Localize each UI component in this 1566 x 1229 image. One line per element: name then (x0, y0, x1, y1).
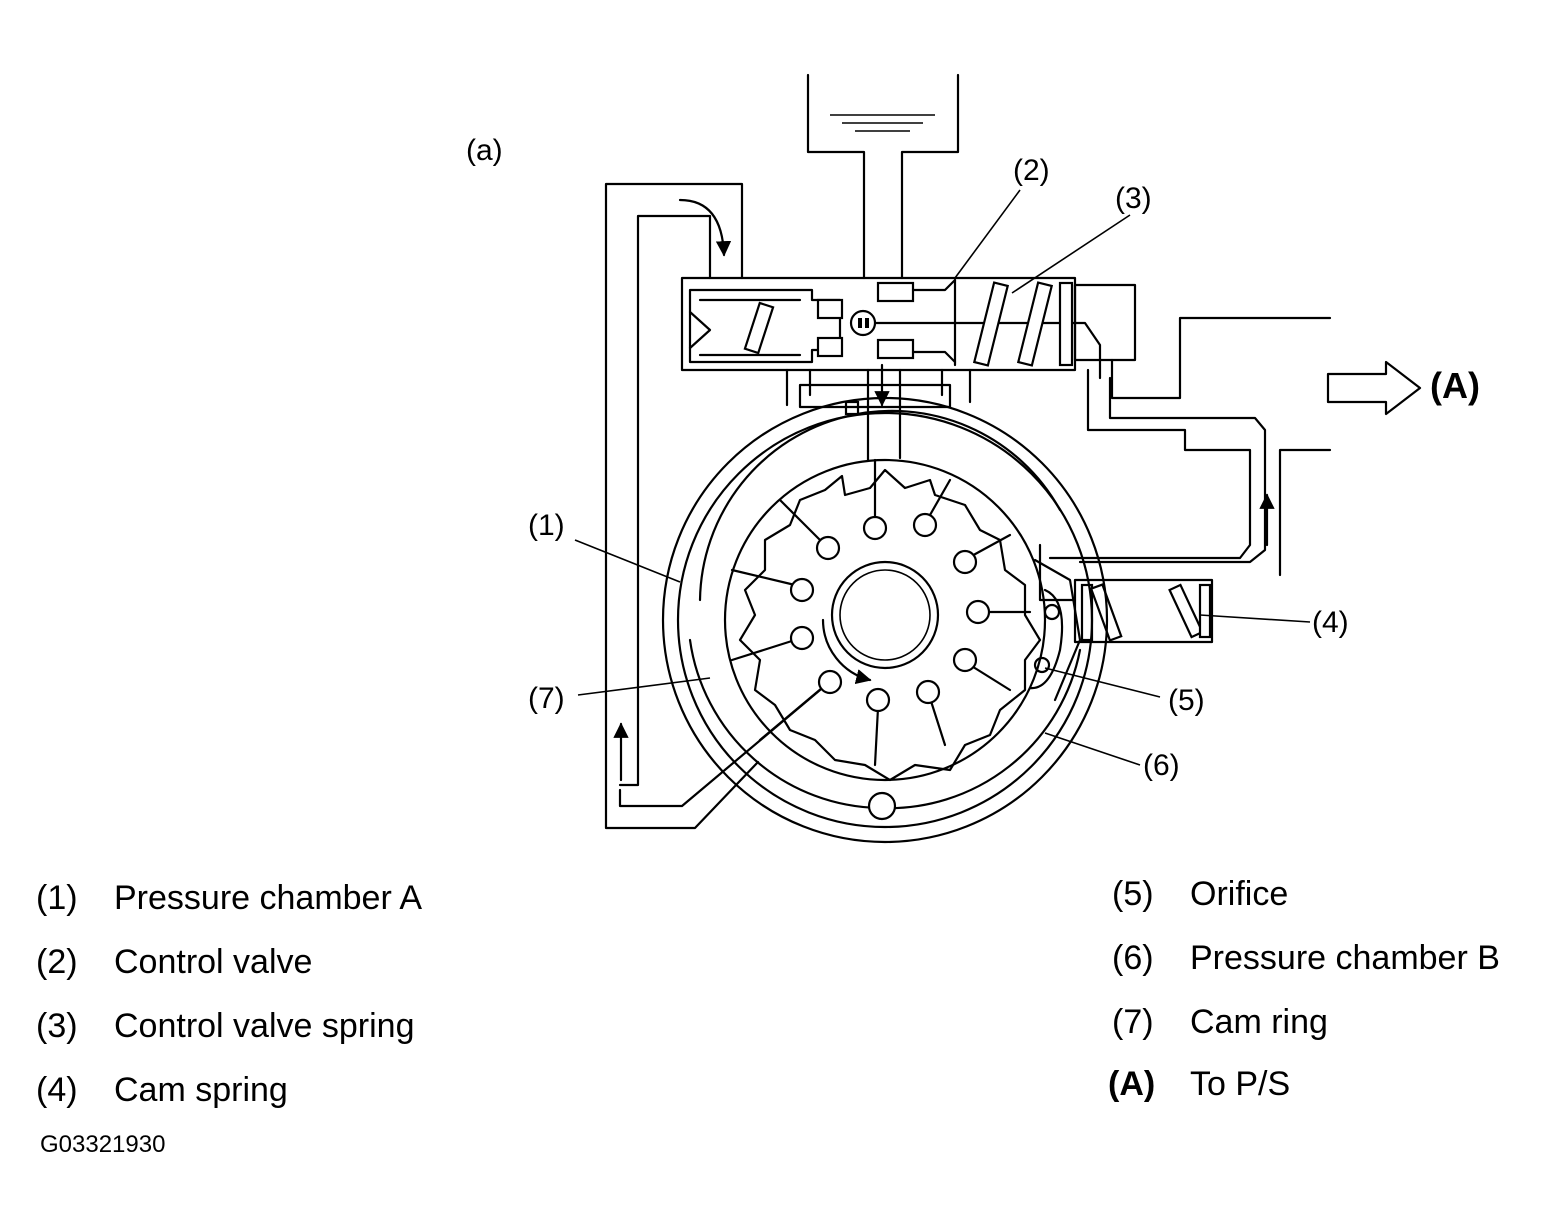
legend-item: (4) Cam spring (36, 1068, 556, 1112)
legend-item: (6) Pressure chamber B (1112, 936, 1552, 980)
legend-key: (2) (36, 943, 78, 981)
legend-key: (7) (1112, 1003, 1154, 1041)
legend-key: (A) (1108, 1065, 1156, 1103)
legend-key: (4) (36, 1071, 78, 1109)
vane-set (730, 458, 1032, 767)
legend-text: Cam ring (1190, 1003, 1328, 1041)
legend-item: (1) Pressure chamber A (36, 876, 556, 920)
callout-6: (6) (1143, 749, 1180, 782)
legend-text: Cam spring (114, 1071, 288, 1109)
legend-key: (5) (1112, 875, 1154, 913)
pump-diagram: (a) (1) (2) (3) (4) (5) (6) (7) (A) (466, 73, 1480, 844)
legend-text: Pressure chamber B (1190, 939, 1500, 977)
reservoir (806, 73, 960, 280)
legend-text: Control valve (114, 943, 313, 981)
return-passage (604, 182, 822, 830)
rotor (723, 458, 1047, 782)
legend-text: Control valve spring (114, 1007, 415, 1045)
legend-key: (1) (36, 879, 78, 917)
callout-4: (4) (1312, 606, 1349, 639)
pump-body (661, 383, 1109, 844)
legend-item: (3) Control valve spring (36, 1004, 556, 1048)
legend-item: (2) Control valve (36, 940, 556, 984)
callout-5: (5) (1168, 684, 1205, 717)
callout-7: (7) (528, 682, 565, 715)
cam-spring-housing (1073, 578, 1214, 644)
legend-text: Pressure chamber A (114, 879, 423, 917)
to-ps-arrow (1326, 360, 1422, 416)
legend-text: Orifice (1190, 875, 1289, 913)
callout-1: (1) (528, 509, 565, 542)
control-valve-housing (680, 276, 1137, 462)
leader-lines (574, 189, 1311, 766)
legend-item: (7) Cam ring (1112, 1000, 1552, 1044)
flow-label: (A) (1430, 365, 1480, 406)
callout-3: (3) (1115, 182, 1152, 215)
legend-key: (6) (1112, 939, 1154, 977)
legend-item: (5) Orifice (1112, 872, 1552, 916)
callout-2: (2) (1013, 154, 1050, 187)
figure-code: G03321930 (40, 1131, 166, 1158)
legend-key: (3) (36, 1007, 78, 1045)
legend-item: (A) To P/S (1108, 1062, 1552, 1106)
legend-text: To P/S (1190, 1065, 1291, 1103)
view-label: (a) (466, 134, 503, 167)
